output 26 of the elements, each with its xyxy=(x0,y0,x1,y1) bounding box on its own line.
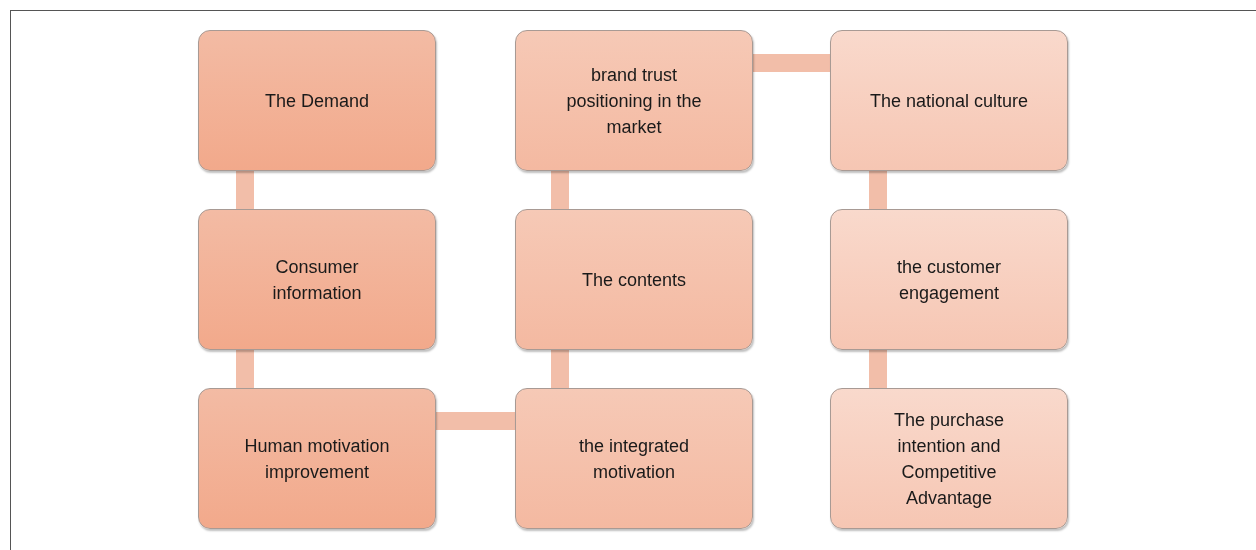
process-box xyxy=(198,30,436,171)
box-label: The contents xyxy=(581,268,687,292)
box-label: The purchase intention and Competitive Advantage xyxy=(892,408,1006,510)
connector-band xyxy=(869,171,887,209)
process-box xyxy=(198,209,436,350)
box-label: the customer engagement xyxy=(895,255,1002,305)
process-box xyxy=(198,388,436,529)
connector-band xyxy=(236,171,254,209)
box-label: Human motivation improvement xyxy=(243,434,391,484)
box-label: Consumer information xyxy=(271,255,363,305)
connector-band xyxy=(236,350,254,388)
connector-band xyxy=(551,350,569,388)
box-label: the integrated motivation xyxy=(577,434,691,484)
process-box xyxy=(515,30,753,171)
process-box xyxy=(830,388,1068,529)
connector-band xyxy=(436,412,515,430)
connector-band xyxy=(551,171,569,209)
process-box xyxy=(515,209,753,350)
box-label: The national culture xyxy=(869,89,1029,113)
box-label: brand trust positioning in the market xyxy=(565,63,703,139)
box-label: The Demand xyxy=(264,89,370,113)
connector-band xyxy=(869,350,887,388)
connector-band xyxy=(753,54,830,72)
process-box xyxy=(830,30,1068,171)
process-box xyxy=(830,209,1068,350)
process-box xyxy=(515,388,753,529)
